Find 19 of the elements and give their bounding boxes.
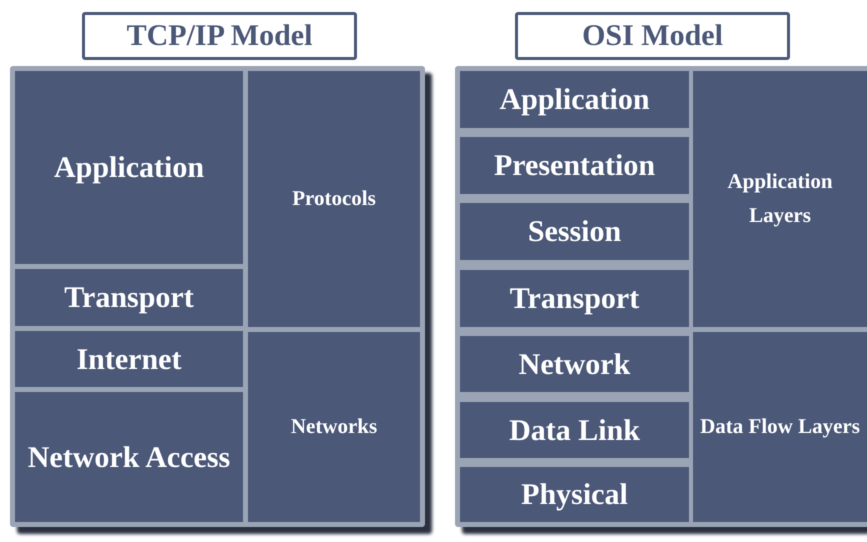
layer-cell: Internet — [15, 331, 243, 387]
layer-cell: Session — [460, 203, 689, 260]
layer-cell: Application — [15, 71, 243, 264]
title-box: TCP/IP Model — [82, 12, 357, 60]
layer-cell: Physical — [460, 467, 689, 522]
layer-cell: Network Access — [15, 392, 243, 522]
title-box: OSI Model — [515, 12, 790, 60]
group-cell: Protocols — [248, 71, 420, 327]
layer-cell: Transport — [15, 269, 243, 326]
layer-cell: Presentation — [460, 137, 689, 194]
layer-cell: Transport — [460, 270, 689, 327]
layer-cell: Application — [460, 71, 689, 128]
model-panel — [10, 66, 425, 527]
group-cell: Data Flow Layers — [693, 332, 867, 522]
model-panel — [455, 66, 867, 527]
layer-cell: Network — [460, 336, 689, 392]
layer-cell: Data Link — [460, 402, 689, 458]
group-cell: Networks — [248, 332, 420, 522]
group-cell: Application Layers — [693, 71, 867, 327]
